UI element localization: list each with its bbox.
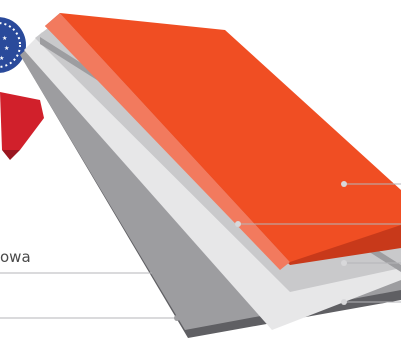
svg-text:★: ★ bbox=[2, 35, 7, 42]
svg-text:★: ★ bbox=[4, 45, 9, 52]
callout-label: owa bbox=[0, 250, 31, 265]
svg-text:★: ★ bbox=[0, 55, 4, 62]
